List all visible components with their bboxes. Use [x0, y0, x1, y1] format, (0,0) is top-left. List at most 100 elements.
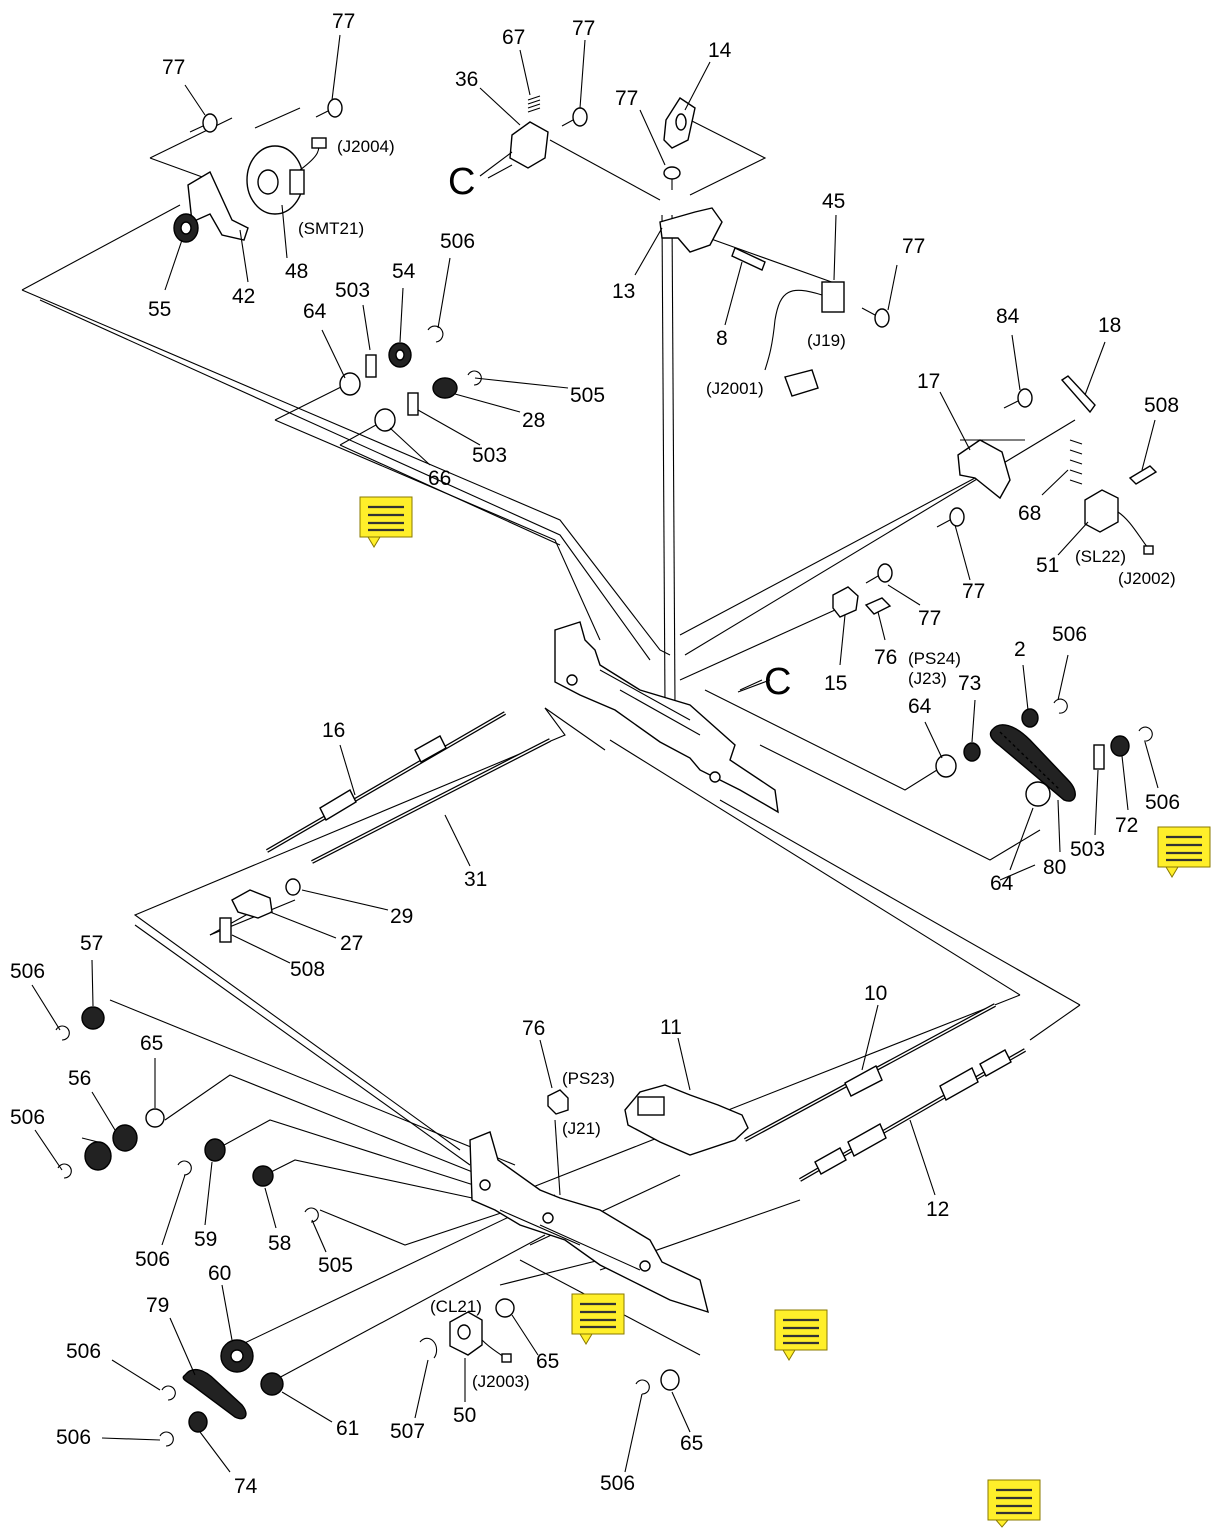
eclip-506-icon: [55, 1025, 70, 1041]
screw-77-icon: [936, 507, 965, 528]
part-number-label: 77: [902, 235, 925, 258]
gear-28-icon: [432, 377, 458, 399]
gear-59-icon: [204, 1138, 226, 1162]
comment-note-icon[interactable]: [774, 1309, 828, 1361]
connector-label: (J23): [908, 669, 947, 688]
part-number-label: 65: [536, 1350, 559, 1373]
part-number-label: 506: [600, 1472, 635, 1495]
spring-67-icon: [527, 95, 541, 113]
bushing-64-icon: [935, 754, 957, 778]
part-number-label: 57: [80, 932, 103, 955]
side-frame-upper-icon: [554, 621, 779, 814]
gear-58-icon: [252, 1165, 274, 1187]
pin-508-icon: [1128, 465, 1158, 485]
part-number-label: 76: [874, 646, 897, 669]
screw-77-icon: [865, 563, 893, 584]
part-number-label: 508: [290, 958, 325, 981]
part-number-label: 65: [140, 1032, 163, 1055]
part-number-label: 17: [917, 370, 940, 393]
part-number-label: 76: [522, 1017, 545, 1040]
eclip-506-icon: [635, 1379, 650, 1395]
eclip-506-icon: [177, 1160, 192, 1176]
screw-77-icon: [861, 307, 890, 328]
screw-77-icon: [561, 107, 588, 127]
part-number-label: 64: [990, 872, 1014, 895]
roller-12-icon: [798, 1048, 1027, 1182]
part-number-label: 505: [318, 1254, 353, 1277]
lever-18-icon: [1060, 375, 1096, 414]
part-number-label: 77: [918, 607, 941, 630]
connector-label: (SMT21): [298, 219, 364, 238]
comment-note-icon[interactable]: [571, 1293, 625, 1345]
part-number-label: 67: [502, 26, 525, 49]
bracket-15-icon: [832, 586, 859, 618]
part-shapes: [55, 95, 1158, 1447]
part-number-label: 42: [232, 285, 255, 308]
part-number-label: 77: [615, 87, 638, 110]
connector-label: (CL21): [430, 1297, 482, 1316]
eclip-505-icon: [467, 370, 482, 386]
part-number-label: 506: [1145, 791, 1180, 814]
part-number-label: 77: [162, 56, 185, 79]
label-pointers: [31, 34, 1159, 1473]
connector-label: (PS24): [908, 649, 961, 668]
pin-503-icon: [407, 392, 419, 416]
connector-label: (J2001): [706, 379, 764, 398]
part-number-label: 64: [303, 300, 327, 323]
connector-label: (J2003): [472, 1372, 530, 1391]
part-number-label: 10: [864, 982, 887, 1005]
gear-2-icon: [1021, 708, 1039, 728]
eclip-506-icon: [1053, 698, 1068, 714]
stepper-motor-icon: [246, 137, 327, 215]
part-number-label: 64: [908, 695, 932, 718]
comment-note-icon[interactable]: [1157, 826, 1211, 878]
part-number-label: 65: [680, 1432, 703, 1455]
callout-letter-c: C: [764, 661, 791, 703]
part-number-label: 506: [10, 960, 45, 983]
part-number-label: 503: [472, 444, 507, 467]
part-number-label: 508: [1144, 394, 1179, 417]
bushing-65-icon: [660, 1369, 680, 1391]
gear-73-icon: [963, 742, 981, 762]
part-number-label: 506: [10, 1106, 45, 1129]
part-number-label: 61: [336, 1417, 359, 1440]
bearing-54-icon: [388, 342, 412, 368]
part-number-label: 48: [285, 260, 308, 283]
motor-bracket-icon: [187, 171, 249, 241]
screw-77-icon: [663, 166, 681, 190]
gear-74-icon: [188, 1411, 208, 1433]
part-number-label: 16: [322, 719, 345, 742]
eclip-506-icon: [161, 1385, 176, 1401]
pin-503-icon: [365, 354, 377, 378]
comment-note-icon[interactable]: [987, 1479, 1041, 1528]
part-number-label: 11: [660, 1016, 682, 1039]
part-number-label: 72: [1115, 814, 1138, 837]
sensor-45-icon: [764, 281, 845, 397]
eclip-506-icon: [427, 325, 444, 343]
screw-77-icon: [189, 113, 218, 133]
lever-14-icon: [663, 97, 696, 149]
part-number-label: 50: [453, 1404, 476, 1427]
part-number-label: 506: [1052, 623, 1087, 646]
side-frame-lower-icon: [469, 1131, 709, 1314]
part-number-label: 77: [332, 10, 355, 33]
holder-36-icon: [509, 121, 549, 169]
callouts: C C: [448, 161, 791, 703]
part-number-label: 15: [824, 672, 847, 695]
comment-note-icon[interactable]: [359, 496, 413, 548]
part-number-label: 77: [572, 17, 595, 40]
part-number-label: 59: [194, 1228, 217, 1251]
part-number-label: 45: [822, 190, 845, 213]
connector-label: (SL22): [1075, 547, 1126, 566]
part-number-label: 31: [464, 868, 487, 891]
eclip-506-icon: [1138, 726, 1153, 742]
gear-55-icon: [173, 213, 199, 243]
part-number-label: 506: [440, 230, 475, 253]
gear-60-icon: [220, 1339, 254, 1373]
part-number-label: 84: [996, 305, 1020, 328]
part-number-label: 29: [390, 905, 413, 928]
pin-503-icon: [1093, 744, 1105, 770]
gear-57-icon: [81, 1006, 105, 1030]
gear-61-icon: [260, 1372, 284, 1396]
part-number-label: 51: [1036, 554, 1059, 577]
